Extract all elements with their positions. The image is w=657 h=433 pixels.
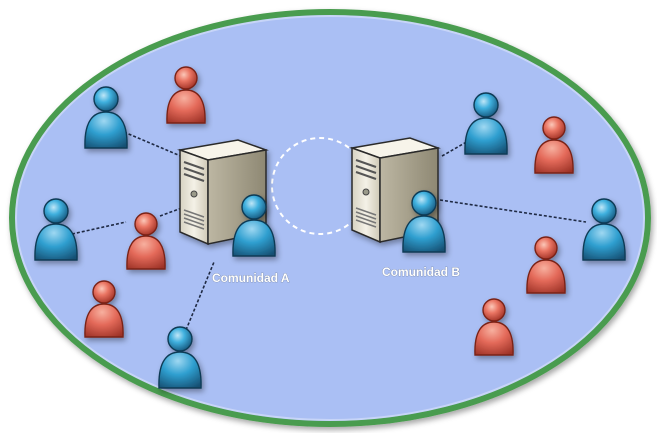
community-a-label: Comunidad A xyxy=(212,271,290,285)
community-boundary xyxy=(9,9,651,427)
link-a-user-1 xyxy=(123,131,191,161)
community-b-label: Comunidad B xyxy=(382,265,460,279)
link-a-user-4 xyxy=(185,261,215,331)
link-a-user-2 xyxy=(71,221,127,235)
